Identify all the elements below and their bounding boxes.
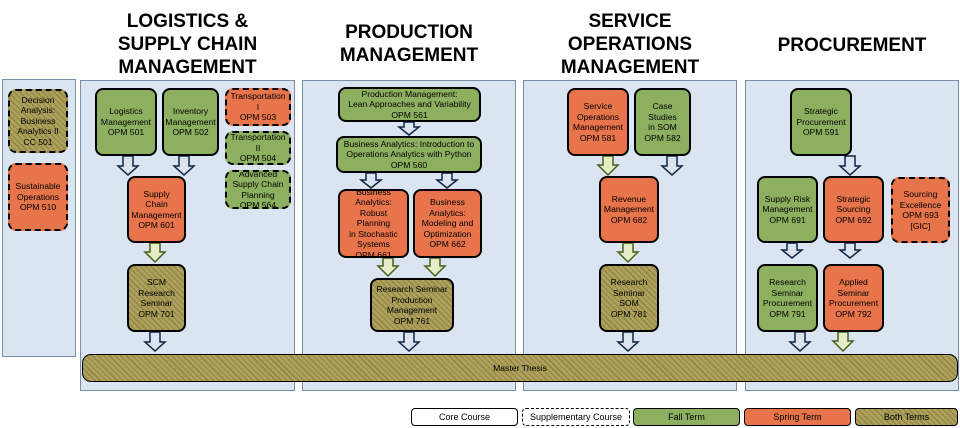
arrow-down-icon	[660, 155, 684, 177]
course-advanced-supply-chain-planning[interactable]: Advanced Supply Chain Planning OPM 564	[225, 170, 291, 209]
arrow-down-icon	[116, 155, 140, 177]
arrow-down-icon	[596, 155, 620, 177]
service-header: SERVICE OPERATIONS MANAGEMENT	[560, 11, 700, 78]
course-ba-intro-python[interactable]: Business Analytics: Introduction to Oper…	[336, 136, 482, 173]
arrow-down-icon	[376, 257, 400, 278]
procurement-header: PROCUREMENT	[777, 35, 927, 56]
arrow-down-icon	[831, 331, 855, 353]
logistics-header: LOGISTICS & SUPPLY CHAIN MANAGEMENT	[117, 11, 258, 78]
arrow-down-icon	[396, 121, 422, 136]
course-strategic-procurement[interactable]: Strategic Procurement OPM 591	[790, 88, 852, 156]
course-strategic-sourcing[interactable]: Strategic Sourcing OPM 692	[823, 176, 884, 243]
arrow-down-icon	[788, 331, 812, 353]
arrow-down-icon	[143, 331, 167, 353]
course-production-lean[interactable]: Production Management: Lean Approaches a…	[338, 87, 481, 122]
arrow-down-icon	[616, 331, 640, 353]
legend-spring-term: Spring Term	[744, 408, 851, 426]
arrow-down-icon	[616, 242, 640, 264]
legend-core-course: Core Course	[411, 408, 518, 426]
arrow-down-icon	[423, 257, 447, 278]
course-research-seminar-production[interactable]: Research Seminar Production Management O…	[370, 278, 454, 332]
course-ba-modeling-optimization[interactable]: Business Analytics: Modeling and Optimiz…	[413, 189, 482, 258]
master-thesis-bar[interactable]: Master Thesis	[82, 354, 958, 382]
course-revenue-management[interactable]: Revenue Management OPM 682	[599, 176, 659, 243]
arrow-down-icon	[143, 242, 167, 264]
course-sourcing-excellence[interactable]: Sourcing Excellence OPM 693 [GIC]	[891, 177, 950, 243]
course-logistics-management[interactable]: Logistics Management OPM 501	[95, 88, 157, 156]
arrow-down-icon	[358, 172, 384, 189]
course-sustainable-operations[interactable]: Sustainable Operations OPM 510	[8, 163, 68, 231]
course-ba-robust-planning[interactable]: Business Analytics: Robust Planning in S…	[338, 189, 409, 258]
course-transportation-1[interactable]: Transportation I OPM 503	[225, 88, 291, 126]
course-supply-risk-management[interactable]: Supply Risk Management OPM 691	[757, 176, 818, 243]
production-header: PRODUCTION MANAGEMENT	[339, 22, 479, 66]
course-case-studies-som[interactable]: Case Studies in SOM OPM 582	[634, 88, 691, 156]
arrow-down-icon	[434, 172, 460, 189]
legend-supplementary-course: Supplementary Course	[522, 408, 630, 426]
course-service-operations-management[interactable]: Service Operations Management OPM 581	[567, 88, 629, 156]
course-inventory-management[interactable]: Inventory Management OPM 502	[162, 88, 219, 156]
course-supply-chain-management[interactable]: Supply Chain Management OPM 601	[127, 176, 186, 243]
course-applied-seminar-procurement[interactable]: Applied Seminar Procurement OPM 792	[823, 264, 884, 332]
legend-both-terms: Both Terms	[855, 408, 958, 426]
arrow-down-icon	[779, 242, 805, 259]
course-research-seminar-procurement[interactable]: Research Seminar Procurement OPM 791	[757, 264, 818, 332]
arrow-down-icon	[838, 155, 862, 177]
course-decision-analysis[interactable]: Decision Analysis: Business Analytics II…	[8, 89, 68, 153]
legend-fall-term: Fall Term	[633, 408, 740, 426]
course-transportation-2[interactable]: Transportation II OPM 504	[225, 131, 291, 165]
arrow-down-icon	[172, 155, 196, 177]
arrow-down-icon	[397, 331, 421, 353]
course-research-seminar-som[interactable]: Research Seminar SOM OPM 781	[599, 264, 659, 332]
course-scm-research-seminar[interactable]: SCM Research Seminar OPM 701	[127, 264, 186, 332]
arrow-down-icon	[837, 242, 863, 259]
